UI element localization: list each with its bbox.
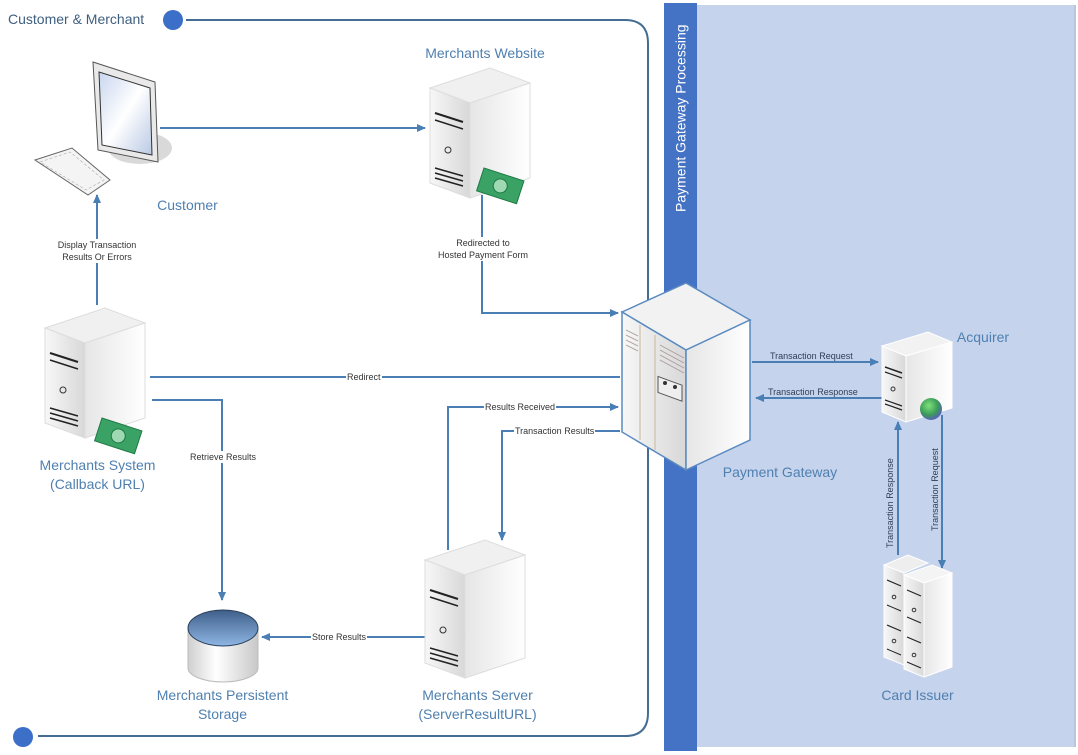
- merchants-server-label-line1: Merchants Server: [422, 687, 533, 703]
- acquirer-label: Acquirer: [956, 329, 1010, 345]
- edge-website-to-gateway: [481, 195, 619, 317]
- edge-label-redirect: Redirect: [346, 371, 382, 383]
- edge-label-issuer-response: Transaction Response: [885, 458, 895, 548]
- lane-start-dot: [163, 10, 183, 30]
- database-icon: [187, 609, 259, 683]
- edge-label-store-results: Store Results: [311, 631, 368, 643]
- merchants-system-label-line2: (Callback URL): [50, 476, 145, 492]
- merchants-website-label: Merchants Website: [425, 45, 545, 61]
- merchants-server-icon: [423, 539, 527, 679]
- customer-label: Customer: [157, 197, 218, 213]
- edge-label-display-results-line1: Display Transaction: [57, 240, 137, 250]
- edge-transaction-results: [498, 430, 620, 541]
- edge-label-retrieve-results: Retrieve Results: [189, 451, 258, 463]
- money-icon: [475, 167, 525, 205]
- customer-merchant-lane-title: Customer & Merchant: [8, 11, 145, 27]
- persistent-storage-label-line1: Merchants Persistent: [156, 687, 289, 703]
- merchants-system-label-line1: Merchants System: [39, 457, 156, 473]
- globe-icon: [920, 398, 942, 420]
- edge-label-redirected-line2: Hosted Payment Form: [437, 250, 529, 260]
- card-issuer-servers-icon: [882, 554, 954, 678]
- persistent-storage-label: Merchants Persistent Storage: [140, 686, 305, 724]
- persistent-storage-label-line2: Storage: [197, 706, 248, 722]
- money-icon: [93, 417, 143, 455]
- payment-gateway-server-icon: [620, 282, 752, 472]
- edge-label-redirected: Redirected to Hosted Payment Form: [428, 237, 538, 261]
- merchants-server-label-line2: (ServerResultURL): [418, 706, 537, 722]
- edge-results-received: [447, 403, 619, 550]
- edge-label-display-results: Display Transaction Results Or Errors: [47, 239, 147, 263]
- lane-end-dot: [13, 727, 33, 747]
- acquirer-server-icon: [880, 331, 954, 423]
- edge-label-redirected-line1: Redirected to: [456, 238, 510, 248]
- edge-label-issuer-request: Transaction Request: [930, 448, 940, 532]
- edge-retrieve-results: [152, 399, 223, 600]
- edge-label-transaction-results: Transaction Results: [514, 425, 596, 437]
- edge-label-results-received: Results Received: [484, 401, 557, 413]
- edge-label-display-results-line2: Results Or Errors: [62, 252, 132, 262]
- edge-label-transaction-response: Transaction Response: [768, 387, 858, 397]
- edge-label-transaction-request: Transaction Request: [770, 351, 853, 361]
- customer-computer-icon: [33, 61, 172, 196]
- merchants-server-label: Merchants Server (ServerResultURL): [400, 686, 555, 724]
- merchants-system-server-icon: [43, 307, 147, 439]
- card-issuer-label: Card Issuer: [881, 687, 954, 703]
- merchants-system-label: Merchants System (Callback URL): [20, 456, 175, 494]
- payment-gateway-label: Payment Gateway: [722, 464, 838, 480]
